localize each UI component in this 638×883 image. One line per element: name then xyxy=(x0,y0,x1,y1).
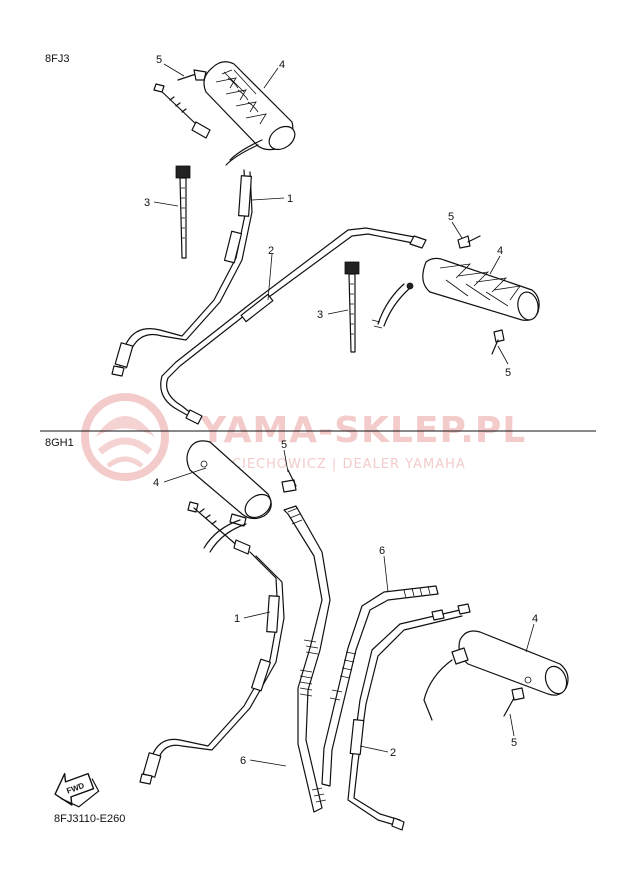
throttle-cable-1-top xyxy=(111,139,263,377)
section-code-bottom: 8GH1 xyxy=(45,437,74,449)
screw-top-left xyxy=(177,69,207,81)
clutch-cable-6-right xyxy=(321,585,439,787)
watermark-subtitle: WOJCIECHOWICZ | DEALER YAMAHA xyxy=(202,457,466,472)
watermark: YAMA-SKLEP.PL WOJCIECHOWICZ | DEALER YAM… xyxy=(81,393,525,481)
callout-top-4a: 4 xyxy=(279,59,285,71)
cable-tie-top-left xyxy=(175,165,191,259)
throttle-cable-2-top xyxy=(160,227,427,425)
grip-top-left xyxy=(203,61,296,151)
watermark-logo-icon xyxy=(81,393,169,481)
throttle-cable-2-bottom xyxy=(347,603,471,831)
callout-leaders xyxy=(153,63,535,767)
callout-bottom-4a: 4 xyxy=(153,477,159,489)
callout-bottom-6a: 6 xyxy=(379,545,385,557)
callout-top-3b: 3 xyxy=(317,309,323,321)
screw-bottom-right xyxy=(503,687,525,717)
screw-top-right-upper xyxy=(457,235,481,249)
fwd-arrow-icon: FWD xyxy=(54,772,100,808)
callout-top-5c: 5 xyxy=(505,367,511,379)
callout-top-2: 2 xyxy=(268,245,274,257)
callout-top-3a: 3 xyxy=(144,197,150,209)
callout-bottom-5a: 5 xyxy=(281,439,287,451)
cable-end-top xyxy=(153,83,211,139)
diagram-code: 8FJ3110-E260 xyxy=(54,813,125,825)
callout-bottom-1: 1 xyxy=(234,613,240,625)
grip-bottom-left xyxy=(186,440,272,520)
callout-bottom-4b: 4 xyxy=(532,613,538,625)
callout-bottom-2: 2 xyxy=(390,747,396,759)
clutch-cable-6-left xyxy=(283,505,331,813)
callout-top-5b: 5 xyxy=(448,211,454,223)
throttle-cable-1-bottom xyxy=(139,539,285,785)
callout-top-4b: 4 xyxy=(497,245,503,257)
callout-bottom-5b: 5 xyxy=(511,737,517,749)
cable-tie-top-right xyxy=(344,261,360,353)
screw-bottom-left xyxy=(281,469,297,493)
callout-bottom-6b: 6 xyxy=(240,755,246,767)
callout-top-1: 1 xyxy=(287,193,293,205)
grip-top-right xyxy=(371,257,540,329)
section-code-top: 8FJ3 xyxy=(45,53,69,65)
callout-top-5a: 5 xyxy=(156,54,162,66)
screw-top-right-lower xyxy=(491,329,505,355)
grip-bottom-right xyxy=(423,630,569,721)
cable-end-bottom xyxy=(187,501,247,553)
